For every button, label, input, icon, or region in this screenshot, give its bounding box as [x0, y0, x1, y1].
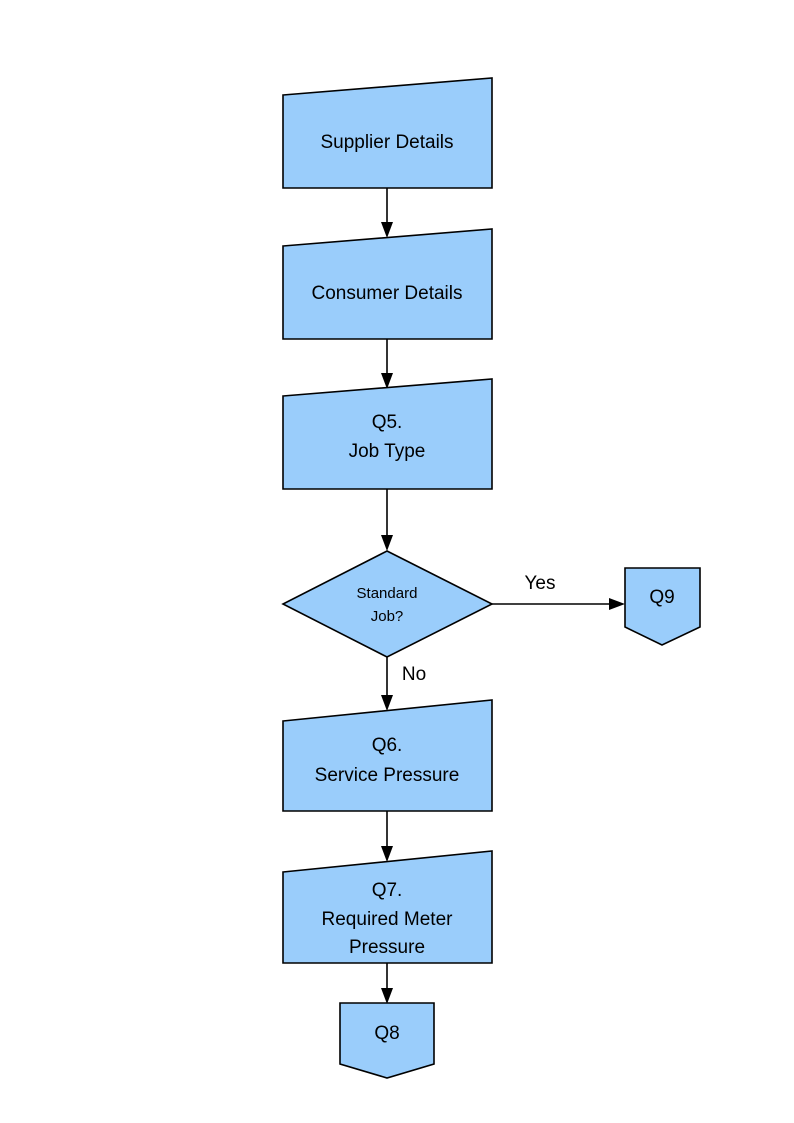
- node-shape-slanted-card: [282, 378, 493, 490]
- node-label-decision-line2: Job?: [371, 608, 404, 625]
- node-standard-job-decision[interactable]: Standard Job?: [281, 550, 494, 658]
- node-shape-slanted-card: [282, 850, 493, 964]
- node-label-supplier-details: Supplier Details: [320, 132, 453, 153]
- arrowhead-icon: [609, 598, 625, 610]
- edge-decision-yes-to-q9: Yes: [492, 573, 625, 610]
- edge-consumer-to-q5: [381, 339, 393, 389]
- node-label-q7-line3: Pressure: [349, 937, 425, 958]
- node-consumer-details[interactable]: Consumer Details: [282, 228, 493, 340]
- node-shape-slanted-card: [282, 77, 493, 189]
- node-q9-connector[interactable]: Q9: [624, 567, 701, 646]
- node-shape-pentagon-down: [624, 567, 701, 646]
- node-label-decision-line1: Standard: [357, 585, 418, 602]
- node-label-q6-line1: Q6.: [372, 735, 403, 756]
- node-label-q7-line1: Q7.: [372, 880, 403, 901]
- node-shape-slanted-card: [282, 699, 493, 812]
- node-q8-connector[interactable]: Q8: [339, 1002, 435, 1079]
- arrowhead-icon: [381, 988, 393, 1004]
- edge-q5-to-decision: [381, 489, 393, 551]
- node-label-q9: Q9: [649, 587, 674, 608]
- edge-decision-no-to-q6: No: [381, 657, 426, 711]
- arrowhead-icon: [381, 846, 393, 862]
- node-q6-service-pressure[interactable]: Q6. Service Pressure: [282, 699, 493, 812]
- arrowhead-icon: [381, 373, 393, 389]
- arrowhead-icon: [381, 535, 393, 551]
- edge-supplier-to-consumer: [381, 188, 393, 238]
- node-label-q7-line2: Required Meter: [322, 909, 454, 930]
- edge-q7-to-q8: [381, 963, 393, 1004]
- node-q5-job-type[interactable]: Q5. Job Type: [282, 378, 493, 490]
- node-supplier-details[interactable]: Supplier Details: [282, 77, 493, 189]
- edge-label-no: No: [402, 664, 426, 685]
- node-label-q8: Q8: [374, 1023, 399, 1044]
- node-label-consumer-details: Consumer Details: [312, 283, 463, 304]
- node-label-q5-line1: Q5.: [372, 412, 403, 433]
- edge-q6-to-q7: [381, 811, 393, 862]
- node-shape-slanted-card: [282, 228, 493, 340]
- node-label-q6-line2: Service Pressure: [315, 765, 460, 786]
- arrowhead-icon: [381, 695, 393, 711]
- node-label-q5-line2: Job Type: [349, 441, 426, 462]
- edge-label-yes: Yes: [525, 573, 556, 594]
- node-shape-pentagon-down: [339, 1002, 435, 1079]
- node-q7-required-meter-pressure[interactable]: Q7. Required Meter Pressure: [282, 850, 493, 964]
- arrowhead-icon: [381, 222, 393, 238]
